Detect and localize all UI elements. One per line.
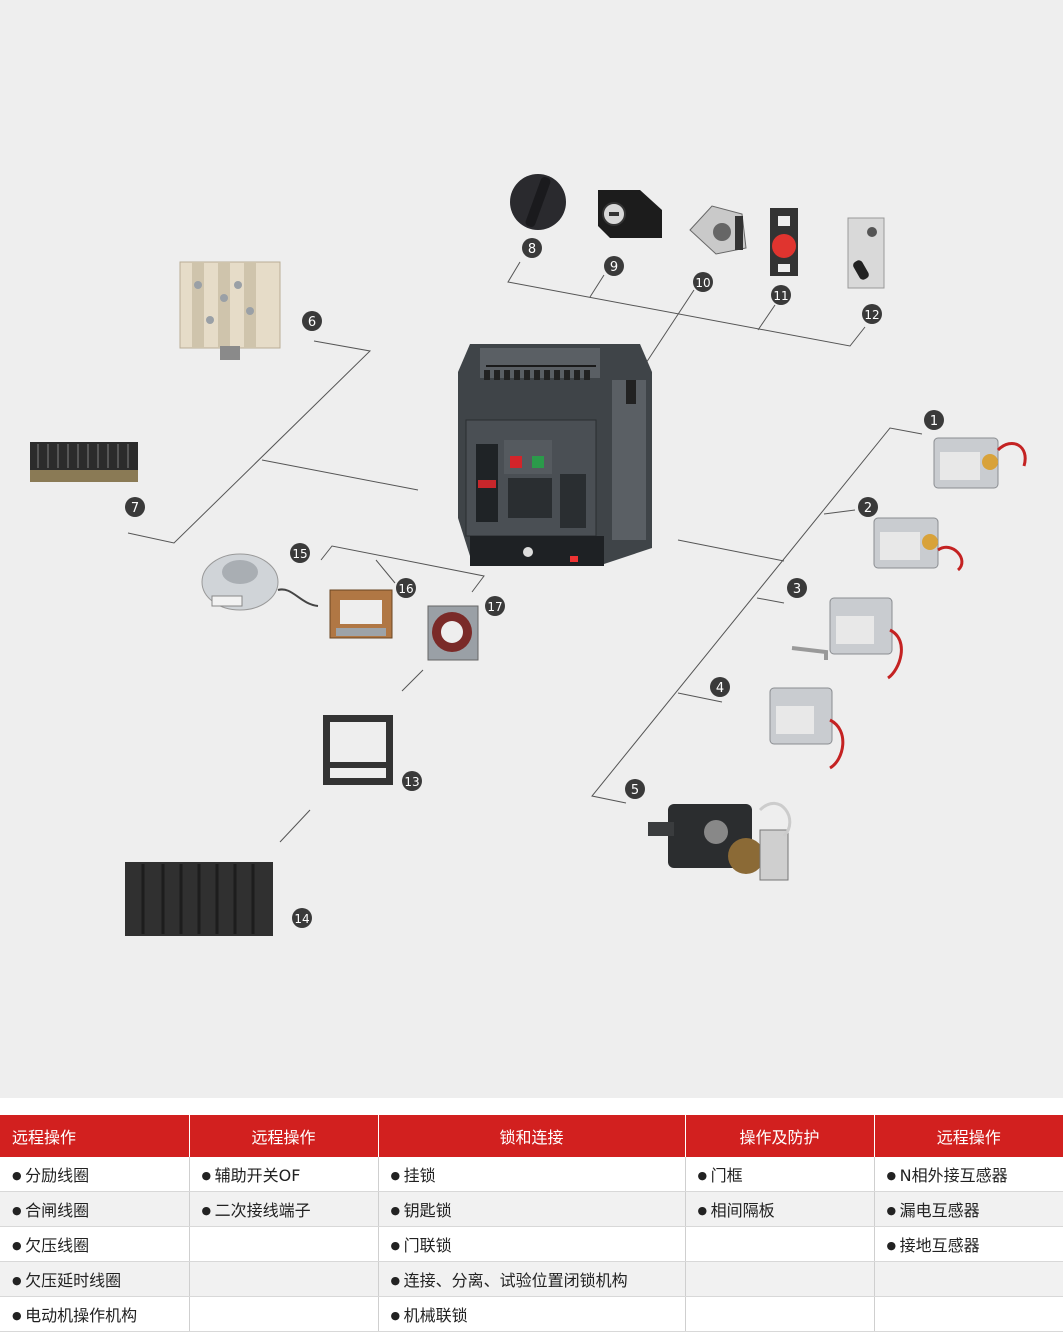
table-cell [874, 1261, 1063, 1297]
svg-text:13: 13 [404, 775, 419, 789]
table-header: 锁和连接 [378, 1115, 686, 1157]
diagram-svg: 1 2 3 4 5 6 7 8 9 10 11 12 13 14 15 16 1… [30, 174, 1027, 936]
svg-text:10: 10 [695, 276, 710, 290]
table-cell: 门联锁 [378, 1226, 686, 1262]
table-cell: 分励线圈 [0, 1157, 190, 1192]
svg-text:7: 7 [131, 501, 139, 516]
badge-11: 11 [771, 285, 791, 305]
badge-1: 1 [924, 410, 944, 430]
closing-coil-image [873, 517, 964, 572]
earth-transformer-image [427, 605, 479, 661]
svg-text:14: 14 [294, 912, 309, 926]
badge-13: 13 [402, 771, 422, 791]
table-cell [685, 1261, 875, 1297]
svg-text:17: 17 [487, 600, 502, 614]
table-cell [189, 1296, 379, 1332]
svg-text:6: 6 [308, 315, 316, 330]
table-header: 远程操作 [189, 1115, 379, 1157]
mechanical-interlock-image [847, 217, 885, 289]
table-cell [685, 1296, 875, 1332]
table-cell: 挂锁 [378, 1157, 686, 1192]
svg-text:4: 4 [716, 681, 724, 696]
svg-text:16: 16 [398, 582, 413, 596]
badge-10: 10 [693, 272, 713, 292]
number-badges: 1 2 3 4 5 6 7 8 9 10 11 12 13 14 15 16 1… [125, 238, 944, 928]
badge-12: 12 [862, 304, 882, 324]
badge-3: 3 [787, 578, 807, 598]
badge-16: 16 [396, 578, 416, 598]
n-phase-transformer-image [201, 553, 319, 611]
table-cell [685, 1226, 875, 1262]
table-cell: 电动机操作机构 [0, 1296, 190, 1332]
table-row: 欠压延时线圈 连接、分离、试验位置闭锁机构 [0, 1261, 1063, 1297]
svg-text:1: 1 [930, 414, 938, 429]
table-header: 操作及防护 [685, 1115, 875, 1157]
svg-text:3: 3 [793, 582, 801, 597]
door-interlock-image [689, 205, 747, 255]
table-cell: 连接、分离、试验位置闭锁机构 [378, 1261, 686, 1297]
table-header-row: 远程操作 远程操作 锁和连接 操作及防护 远程操作 [0, 1115, 1063, 1157]
svg-text:15: 15 [292, 547, 307, 561]
undervoltage-delay-coil-image [769, 687, 845, 770]
table-cell: 相间隔板 [685, 1191, 875, 1227]
table-cell: 辅助开关OF [189, 1157, 379, 1192]
badge-8: 8 [522, 238, 542, 258]
table-cell: 欠压延时线圈 [0, 1261, 190, 1297]
table-cell [874, 1296, 1063, 1332]
table-row: 合闸线圈 二次接线端子 钥匙锁 相间隔板 漏电互感器 [0, 1191, 1063, 1227]
motor-operator-image [648, 801, 792, 881]
table-cell: 门框 [685, 1157, 875, 1192]
table-header: 远程操作 [874, 1115, 1063, 1157]
key-lock-image [770, 208, 798, 276]
badge-15: 15 [290, 543, 310, 563]
circuit-breaker-image [458, 344, 652, 566]
terminal-block-image [30, 442, 138, 482]
badge-9: 9 [604, 256, 624, 276]
padlock-image [598, 190, 662, 238]
badge-6: 6 [302, 311, 322, 331]
badge-5: 5 [625, 779, 645, 799]
table-cell: 欠压线圈 [0, 1226, 190, 1262]
phase-barrier-image [125, 862, 273, 936]
badge-4: 4 [710, 677, 730, 697]
svg-text:2: 2 [864, 501, 872, 516]
badge-14: 14 [292, 908, 312, 928]
svg-text:12: 12 [864, 308, 879, 322]
table-row: 分励线圈 辅助开关OF 挂锁 门框 N相外接互感器 [0, 1157, 1063, 1192]
knob-image [510, 174, 566, 230]
badge-7: 7 [125, 497, 145, 517]
table-row: 欠压线圈 门联锁 接地互感器 [0, 1226, 1063, 1262]
table-cell: 合闸线圈 [0, 1191, 190, 1227]
table-cell [189, 1261, 379, 1297]
badge-17: 17 [485, 596, 505, 616]
table-row: 电动机操作机构 机械联锁 [0, 1296, 1063, 1332]
svg-text:11: 11 [773, 289, 788, 303]
table-cell: 漏电互感器 [874, 1191, 1063, 1227]
undervoltage-coil-image [791, 597, 903, 680]
leader-lines [127, 261, 923, 843]
table-cell: 机械联锁 [378, 1296, 686, 1332]
table-cell: N相外接互感器 [874, 1157, 1063, 1192]
table-cell [189, 1226, 379, 1262]
svg-text:5: 5 [631, 783, 639, 798]
svg-text:8: 8 [528, 242, 536, 257]
svg-text:9: 9 [610, 260, 618, 275]
badge-2: 2 [858, 497, 878, 517]
table-cell: 钥匙锁 [378, 1191, 686, 1227]
table-cell: 接地互感器 [874, 1226, 1063, 1262]
shunt-release-image [933, 437, 1027, 489]
auxiliary-switch-image [179, 261, 281, 360]
table-header: 远程操作 [0, 1115, 190, 1157]
accessory-table: 远程操作 远程操作 锁和连接 操作及防护 远程操作 分励线圈 辅助开关OF 挂锁… [0, 1115, 1063, 1332]
door-frame-image [323, 715, 393, 785]
leakage-transformer-image [329, 589, 393, 639]
table-cell: 二次接线端子 [189, 1191, 379, 1227]
accessory-diagram: 1 2 3 4 5 6 7 8 9 10 11 12 13 14 15 16 1… [0, 0, 1063, 1098]
